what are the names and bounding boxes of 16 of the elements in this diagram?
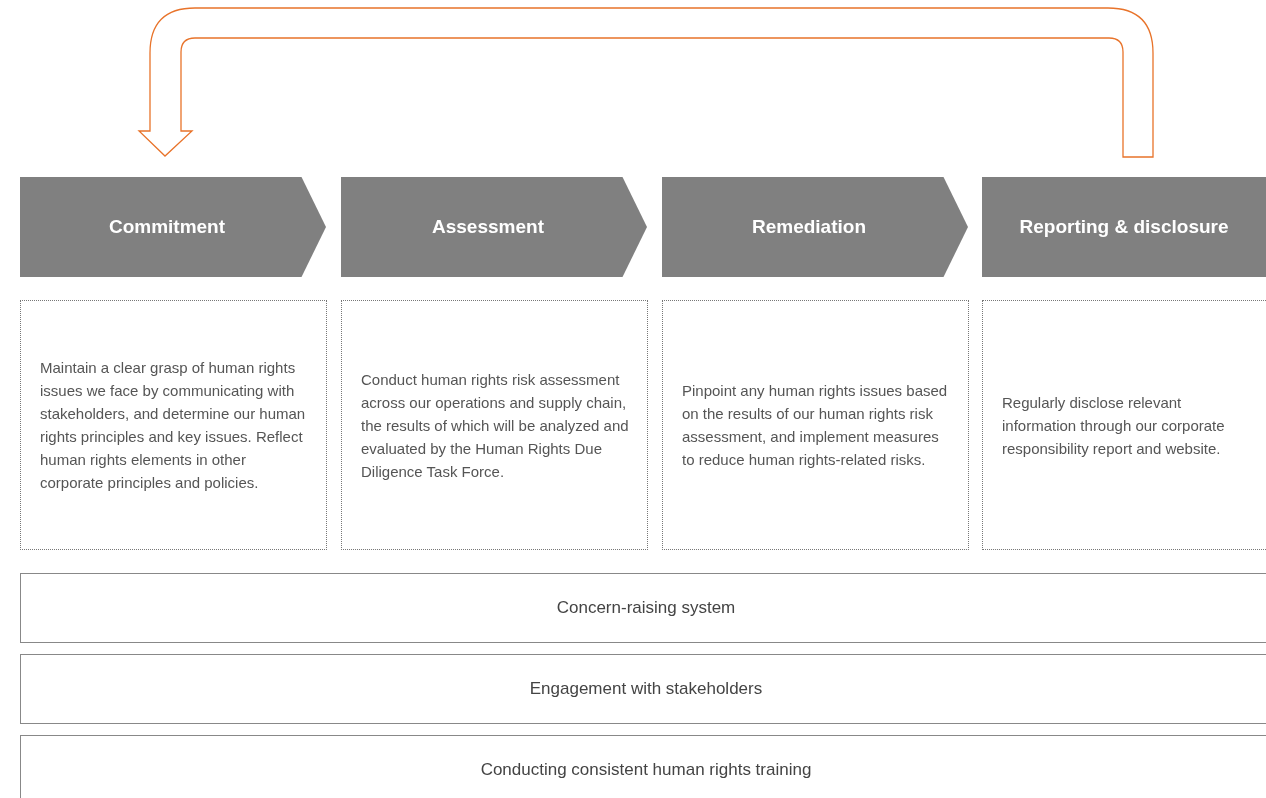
description-box: [982, 300, 1266, 550]
chevron-step: Commitment: [20, 177, 326, 277]
description-text: Regularly disclose relevant information through our corporate responsibility report and website.: [1002, 392, 1226, 459]
activity-band: Conducting consistent human rights training: [20, 735, 1266, 798]
feedback-arrow: [138, 7, 1154, 158]
description-box: [662, 300, 969, 550]
description-box: [20, 300, 327, 550]
activity-band: Engagement with stakeholders: [20, 654, 1266, 724]
description-text: Pinpoint any human rights issues based on the results of our human rights risk assessment, and implement measures to reduce human rights-related risks.: [682, 381, 949, 470]
description-text: Conduct human rights risk assessment across our operations and supply chain, the results of which will be analyzed and evaluated by the Human Rights Due Diligence Task Force.: [361, 369, 629, 482]
step-box: Reporting & disclosure: [982, 177, 1266, 277]
description-box: [341, 300, 648, 550]
chevron-step: Assessment: [341, 177, 647, 277]
chevron-step: Remediation: [662, 177, 968, 277]
description-text: Maintain a clear grasp of human rights issues we face by communicating with stakeholders, and determine our human rights principles and key issues. Reflect human rights elements in other corporate principles and policies.: [40, 358, 307, 493]
activity-band: Concern-raising system: [20, 573, 1266, 643]
